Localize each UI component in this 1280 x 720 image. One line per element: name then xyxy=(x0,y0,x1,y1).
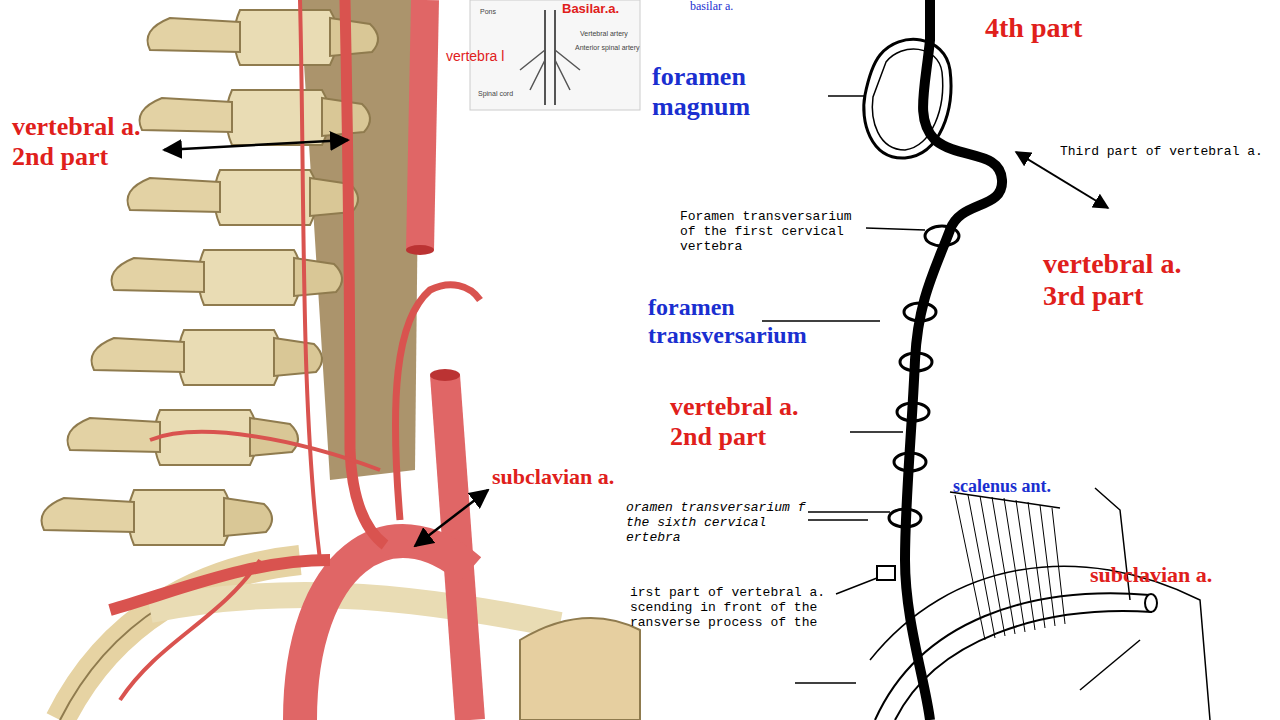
inset-label: Pons xyxy=(480,8,496,16)
inset-label: Vertebral artery xyxy=(580,30,628,38)
part-name: subclavian a. xyxy=(492,464,614,489)
part-name: basilar a. xyxy=(690,0,733,14)
part-name: scalenus ant. xyxy=(953,476,1051,497)
part-name: 4th part xyxy=(985,12,1082,44)
note-text: oramen transversarium f the sixth cervic… xyxy=(626,501,806,546)
inset-label: Anterior spinal artery xyxy=(575,44,640,52)
part-name: vertebral a. 2nd part xyxy=(12,112,177,172)
part-name: vertebral a. 2nd part xyxy=(670,392,840,452)
note-text: irst part of vertebral a. scending in fr… xyxy=(630,586,835,631)
part-name: foramen magnum xyxy=(652,62,802,122)
part-name: foramen transversarium xyxy=(648,294,853,349)
part-name: vertebra l xyxy=(446,48,508,64)
inset-title: Basilar.a. xyxy=(562,2,619,17)
note-text: Foramen transversarium of the first cerv… xyxy=(680,210,865,255)
part-name: subclavian a. xyxy=(1090,562,1212,587)
inset-label: Spinal cord xyxy=(478,90,513,98)
note-text: Third part of vertebral a. xyxy=(1060,145,1263,160)
part-name: vertebral a. 3rd part xyxy=(1043,248,1223,312)
